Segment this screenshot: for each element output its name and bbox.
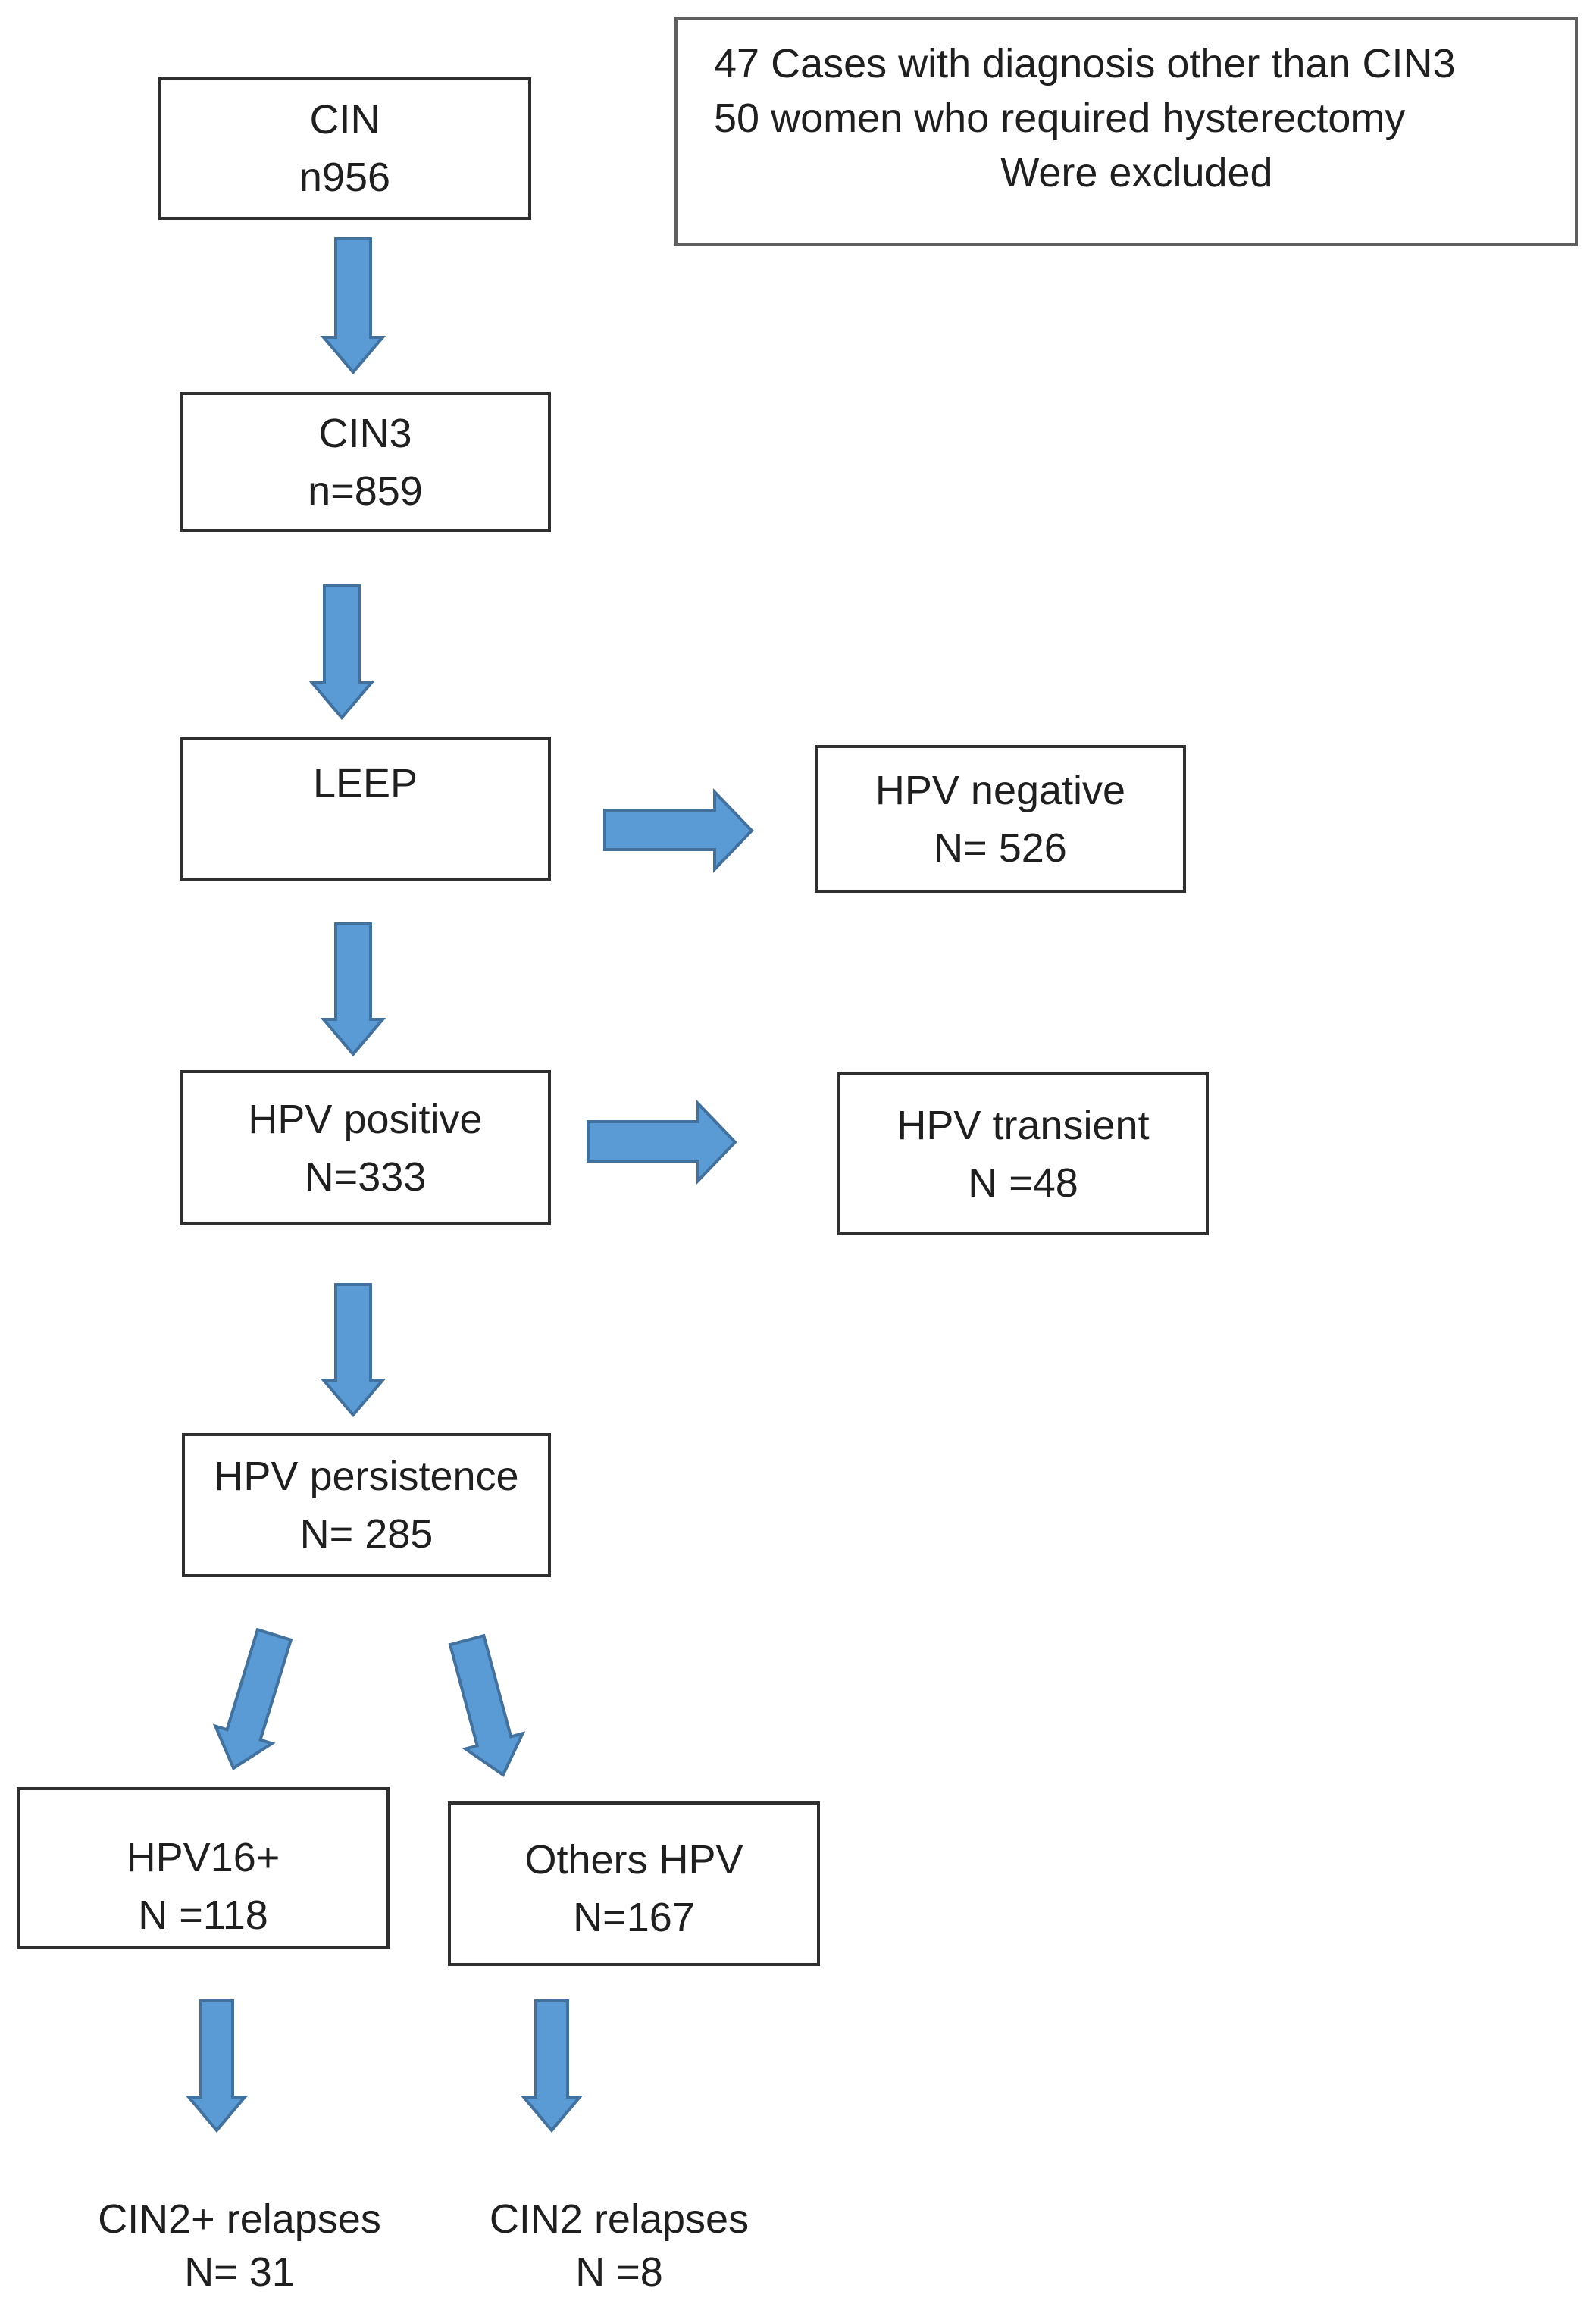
flow-box-cin3-line2: n=859 xyxy=(308,468,423,514)
label-cin2plus-relapses: CIN2+ relapses N= 31 xyxy=(88,2193,391,2299)
flow-box-hpv-transient-line1: HPV transient xyxy=(897,1102,1150,1148)
flow-box-cin: CIN n956 xyxy=(158,77,531,220)
down-arrow-icon xyxy=(320,922,386,1057)
flow-box-hpv-transient-line2: N =48 xyxy=(968,1160,1078,1206)
down-arrow-icon xyxy=(185,1999,249,2133)
label-cin2-relapses-line1: CIN2 relapses xyxy=(489,2196,749,2242)
label-cin2plus-relapses-line2: N= 31 xyxy=(184,2249,295,2295)
flow-box-others-hpv: Others HPV N=167 xyxy=(448,1801,820,1966)
diagonal-right-arrow-icon xyxy=(436,1629,534,1785)
flow-box-others-hpv-line1: Others HPV xyxy=(524,1836,743,1883)
flow-box-cin3: CIN3 n=859 xyxy=(180,392,551,532)
excluded-note-line3: Were excluded xyxy=(1000,150,1273,196)
flow-box-leep: LEEP xyxy=(180,737,551,881)
diagonal-left-arrow-icon xyxy=(202,1623,305,1780)
flow-box-hpv-transient: HPV transient N =48 xyxy=(837,1072,1209,1235)
flow-box-cin3-line1: CIN3 xyxy=(318,410,412,456)
flow-box-hpv-positive-line2: N=333 xyxy=(304,1154,427,1200)
flow-box-hpv-persistence-line1: HPV persistence xyxy=(214,1454,519,1499)
down-arrow-icon xyxy=(308,584,375,721)
label-cin2-relapses-line2: N =8 xyxy=(575,2249,663,2295)
flow-box-hpv-negative-line1: HPV negative xyxy=(875,767,1126,813)
flow-box-others-hpv-line2: N=167 xyxy=(573,1894,695,1940)
excluded-note-box: 47 Cases with diagnosis other than CIN3 … xyxy=(674,17,1578,246)
flow-box-hpv16-positive-line1: HPV16+ xyxy=(126,1835,280,1880)
flow-box-cin-line1: CIN xyxy=(309,97,380,142)
down-arrow-icon xyxy=(320,236,386,375)
down-arrow-icon xyxy=(320,1282,386,1418)
flow-box-cin-line2: n956 xyxy=(299,155,391,200)
down-arrow-icon xyxy=(520,1999,584,2133)
flow-box-hpv-persistence-line2: N= 285 xyxy=(299,1511,433,1557)
flow-box-hpv-negative: HPV negative N= 526 xyxy=(815,745,1186,893)
excluded-note-line2: 50 women who required hysterectomy xyxy=(714,95,1406,141)
flow-box-hpv-negative-line2: N= 526 xyxy=(934,825,1067,871)
flow-box-hpv16-positive-line2: N =118 xyxy=(138,1892,268,1938)
flow-box-hpv16-positive: HPV16+ N =118 xyxy=(17,1787,390,1949)
label-cin2plus-relapses-line1: CIN2+ relapses xyxy=(98,2196,381,2242)
flow-box-leep-line1: LEEP xyxy=(312,761,418,806)
flow-box-hpv-positive: HPV positive N=333 xyxy=(180,1070,551,1225)
flow-box-hpv-persistence: HPV persistence N= 285 xyxy=(182,1433,551,1577)
right-arrow-icon xyxy=(602,788,754,873)
flow-box-hpv-positive-line1: HPV positive xyxy=(248,1096,483,1142)
right-arrow-icon xyxy=(586,1100,737,1185)
label-cin2-relapses: CIN2 relapses N =8 xyxy=(468,2193,771,2299)
excluded-note-line1: 47 Cases with diagnosis other than CIN3 xyxy=(714,41,1456,86)
